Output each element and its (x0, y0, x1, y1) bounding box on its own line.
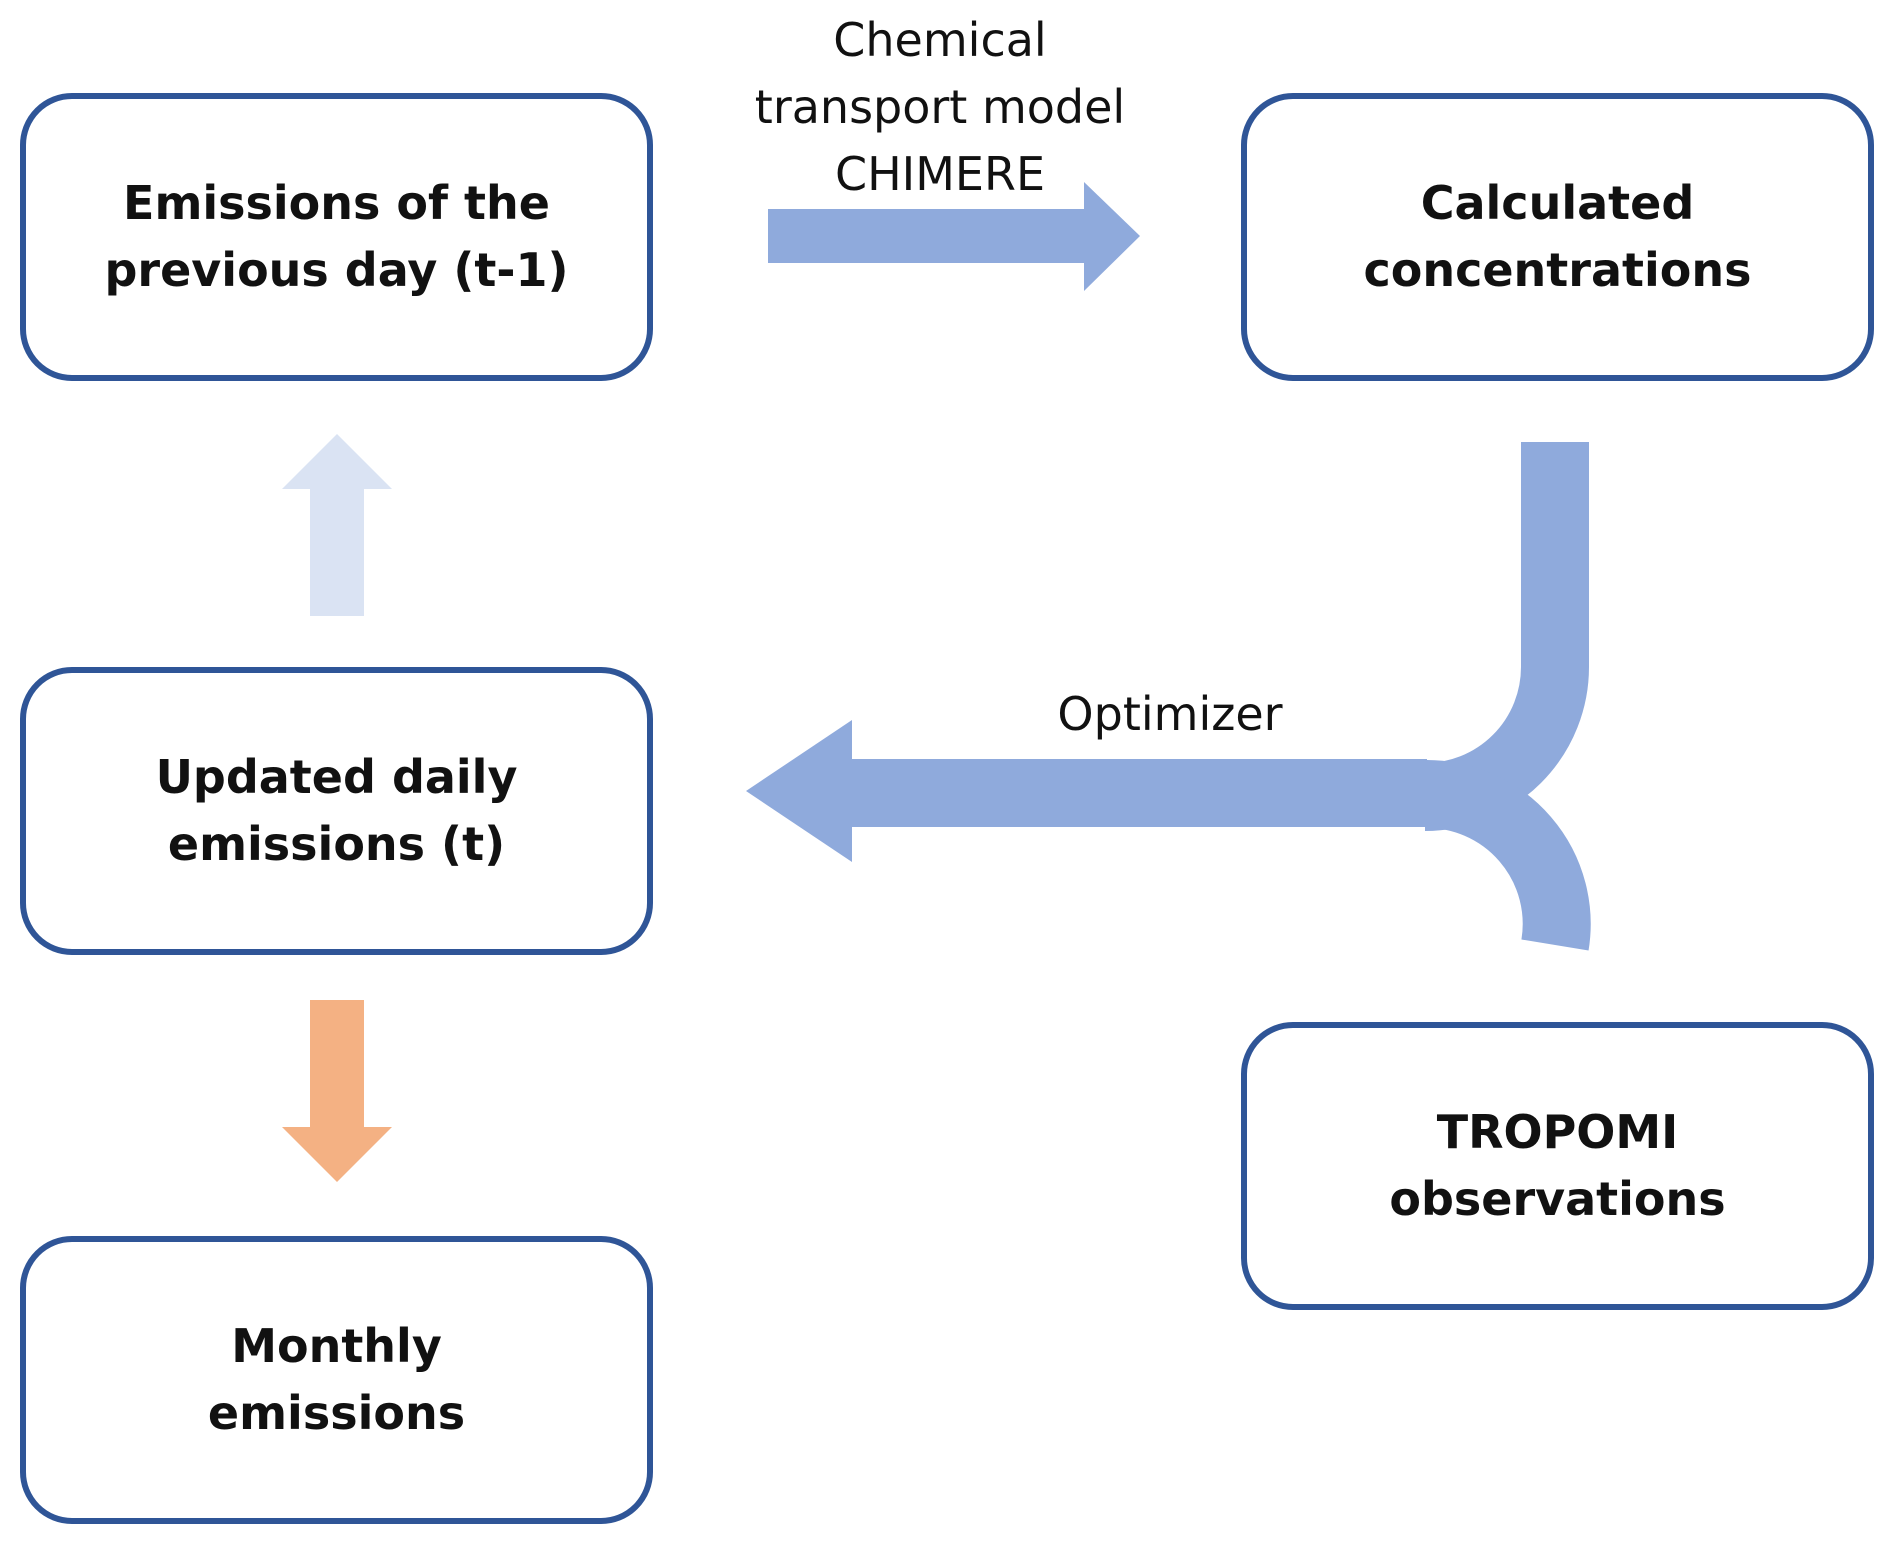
previous-day-emissions-text: Emissions of the previous day (t-1) (104, 176, 569, 297)
updated-daily-emissions-node: Updated daily emissions (t) (20, 667, 653, 955)
chemical-transport-model-label: Chemical transport model CHIMERE (754, 13, 1126, 201)
calculated-concentrations-text: Calculated concentrations (1363, 176, 1752, 297)
tropomi-observations-text: TROPOMI observations (1389, 1105, 1726, 1226)
monthly-emissions-node: Monthly emissions (20, 1236, 653, 1524)
arrow-optimizer (746, 442, 1591, 951)
tropomi-observations-node: TROPOMI observations (1241, 1022, 1874, 1310)
arrow-ctm (768, 182, 1140, 291)
optimizer-label: Optimizer (1057, 687, 1283, 741)
arrow-update-to-previous (282, 434, 392, 616)
arrow-to-monthly (282, 1000, 392, 1182)
monthly-emissions-text: Monthly emissions (207, 1319, 466, 1440)
previous-day-emissions-node: Emissions of the previous day (t-1) (20, 93, 653, 381)
updated-daily-emissions-text: Updated daily emissions (t) (155, 750, 518, 871)
calculated-concentrations-node: Calculated concentrations (1241, 93, 1874, 381)
